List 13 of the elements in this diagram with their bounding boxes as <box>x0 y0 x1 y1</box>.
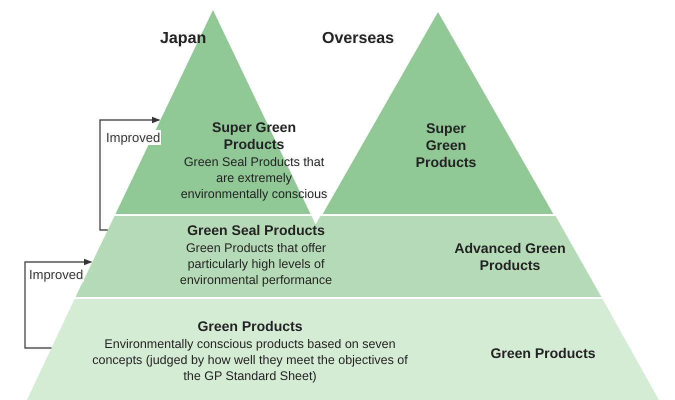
edge-label: Improved <box>105 130 162 145</box>
tier-title: Super Green Products <box>414 120 478 171</box>
column-heading: Japan <box>160 30 206 48</box>
edge-label: Improved <box>28 267 84 282</box>
tier-title: Green Seal Products <box>187 222 325 239</box>
tier-title: Advanced Green Products <box>453 240 567 274</box>
tier-description: Green Products that offer particularly high levels of environmental performance <box>178 240 334 288</box>
column-heading: Overseas <box>322 30 394 48</box>
tier-title: Green Products <box>490 345 596 362</box>
tier-description: Environmentally conscious products based on seven concepts (judged by how well they meet the objectives of the GP Standard Sheet) <box>91 336 409 384</box>
arrow <box>24 258 92 349</box>
arrow <box>99 116 160 231</box>
tier-title: Green Products <box>197 318 303 335</box>
